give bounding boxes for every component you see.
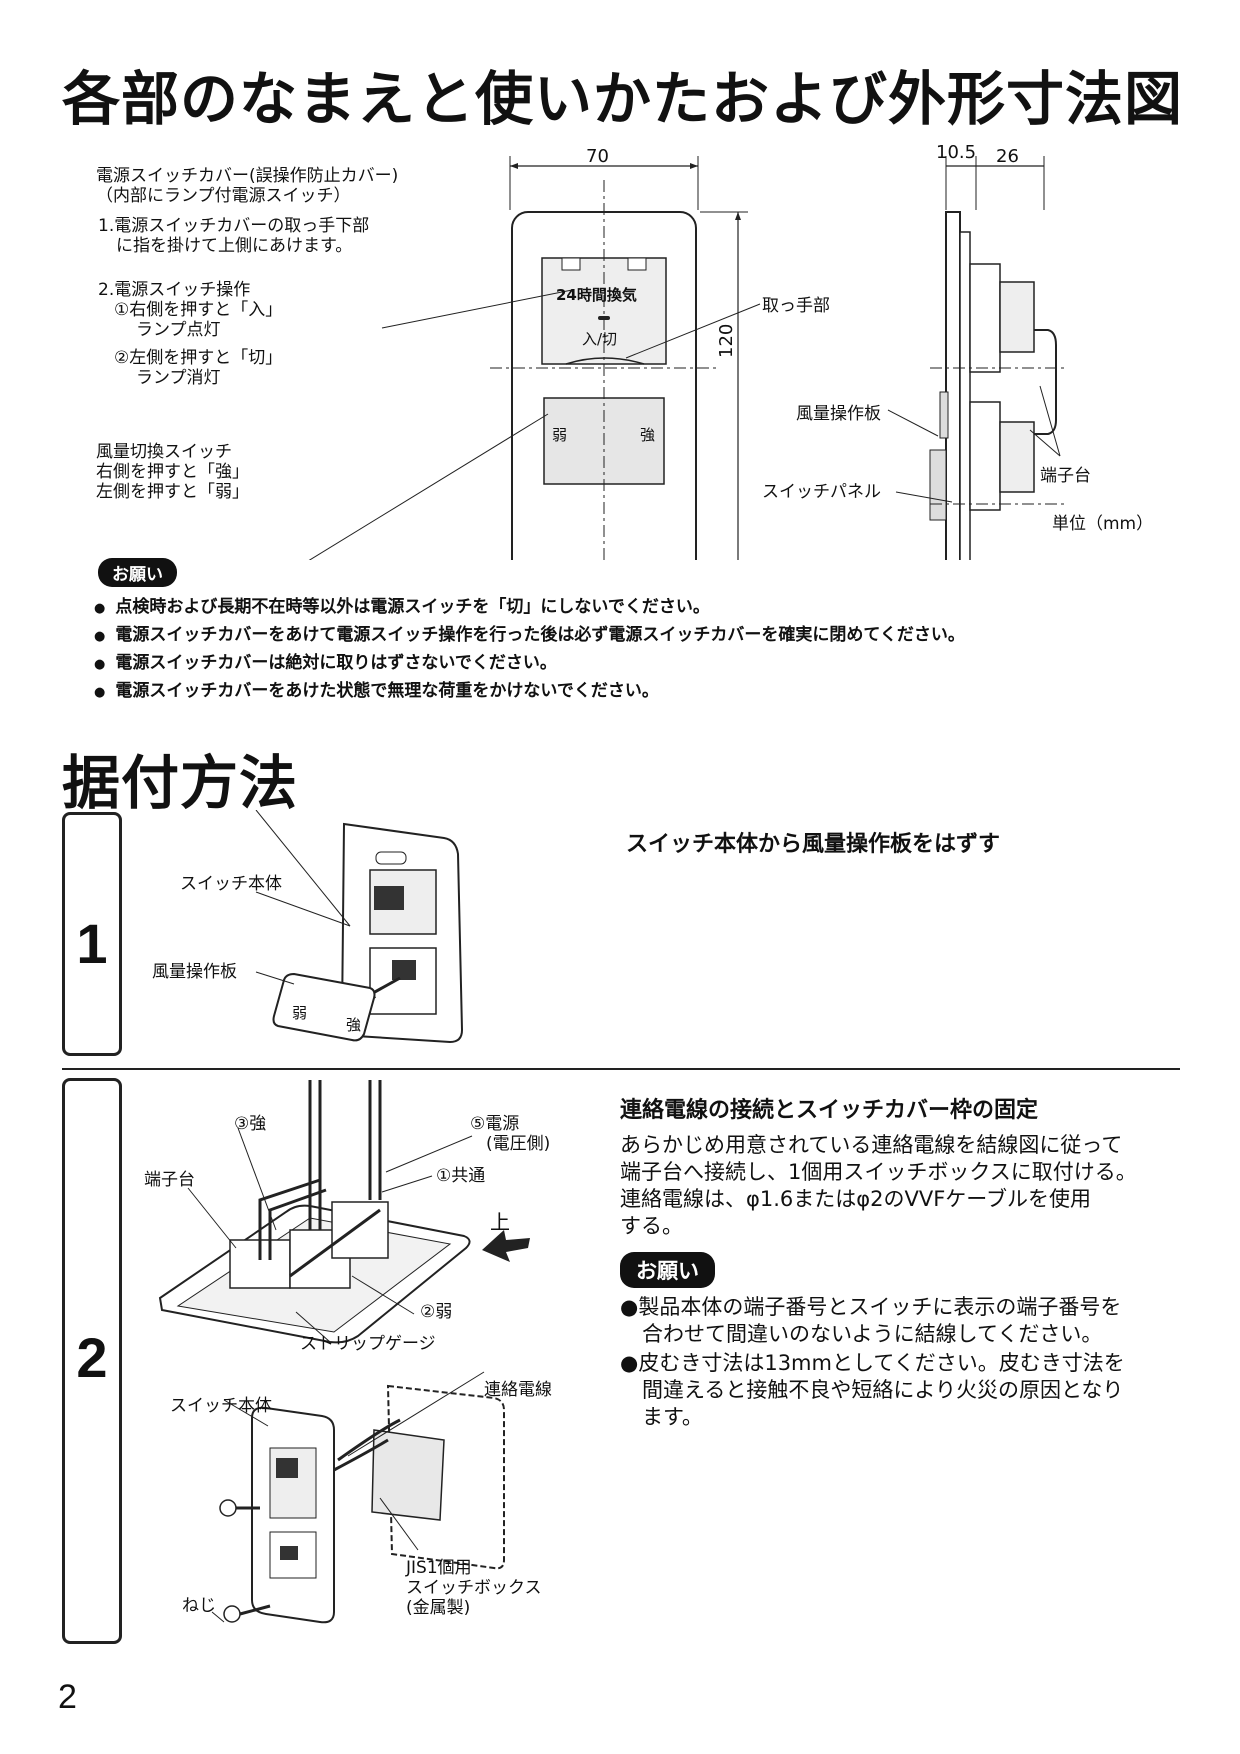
label-strong3: ③強	[234, 1114, 267, 1134]
label-step1-1: 1.電源スイッチカバーの取っ手下部	[98, 216, 370, 236]
onegai-badge-2: お願い	[620, 1252, 715, 1288]
step1-heading: スイッチ本体から風量操作板をはずす	[626, 832, 1001, 857]
step-1-box: 1	[62, 812, 122, 1056]
label-box-1: JIS1個用	[406, 1558, 472, 1578]
label-strip-gauge: ストリップゲージ	[300, 1334, 436, 1354]
label-weak2: ②弱	[420, 1302, 453, 1322]
page-number: 2	[58, 1678, 77, 1716]
label-up: 上	[490, 1210, 510, 1234]
warning-line: ●皮むき寸法は13mmとしてください。皮むき寸法を	[620, 1351, 1125, 1375]
step2-body-line: 連絡電線は、φ1.6またはφ2のVVFケーブルを使用	[620, 1187, 1092, 1211]
dim-width: 70	[586, 146, 609, 167]
dim-height: 120	[716, 323, 737, 358]
step1-plate-strong: 強	[346, 1016, 362, 1034]
step2-body-line: あらかじめ用意されている連絡電線を結線図に従って	[620, 1133, 1123, 1157]
label-common1: ①共通	[436, 1166, 486, 1186]
label-step2-5: ランプ消灯	[136, 368, 221, 388]
warning-line: 間違えると接触不良や短絡により火災の原因となり	[642, 1378, 1124, 1402]
warning-item: ●製品本体の端子番号とスイッチに表示の端子番号を 合わせて間違いのないように結線…	[620, 1294, 1180, 1348]
label-wire: 連絡電線	[484, 1380, 552, 1400]
label-step1-2: に指を掛けて上側にあけます。	[116, 236, 353, 256]
label-step2-4: ②左側を押すと「切」	[114, 348, 283, 368]
label-switch-panel: スイッチパネル	[762, 482, 881, 502]
section-title-parts: 各部のなまえと使いかたおよび外形寸法図	[62, 65, 1184, 133]
step-2-number: 2	[76, 1326, 108, 1389]
label-fan-2: 右側を押すと「強」	[96, 462, 249, 482]
section-title-install: 据付方法	[62, 749, 299, 817]
step2-body-line: 端子台へ接続し、1個用スイッチボックスに取付ける。	[620, 1160, 1137, 1184]
step1-label-body: スイッチ本体	[180, 874, 282, 894]
label-unit: 単位（mm）	[1052, 514, 1154, 534]
step-2-box: 2	[62, 1078, 122, 1644]
warning-line: 合わせて間違いのないように結線してください。	[642, 1322, 1103, 1346]
caution-note: 電源スイッチカバーをあけた状態で無理な荷重をかけないでください。	[94, 678, 965, 706]
label-fan-3: 左側を押すと「弱」	[96, 482, 249, 502]
warning-line: ます。	[642, 1405, 703, 1429]
front-and-side-view-diagram	[308, 156, 1064, 560]
caution-notes: 点検時および長期不在時等以外は電源スイッチを「切」にしないでください。 電源スイ…	[94, 594, 965, 706]
label-fan-plate: 風量操作板	[796, 404, 881, 424]
label-handle: 取っ手部	[762, 296, 830, 316]
warning-line: ●製品本体の端子番号とスイッチに表示の端子番号を	[620, 1295, 1122, 1319]
dim-side-a: 10.5	[936, 142, 977, 163]
label-box-3: (金属製)	[406, 1598, 471, 1618]
step-divider	[62, 1068, 1180, 1070]
step1-illustration	[255, 810, 464, 1044]
label-cover-1: 電源スイッチカバー(誤操作防止カバー)	[96, 166, 399, 186]
label-step2-1: 2.電源スイッチ操作	[98, 280, 251, 300]
caution-note: 電源スイッチカバーは絶対に取りはずさないでください。	[94, 650, 965, 678]
step2-body-line: する。	[620, 1214, 683, 1238]
label-step2-2: ①右側を押すと「入」	[114, 300, 283, 320]
step2-illustration	[158, 1080, 530, 1624]
label-fan-1: 風量切換スイッチ	[96, 442, 232, 462]
fan-switch-strong: 強	[640, 426, 656, 444]
dim-side-b: 26	[996, 146, 1019, 167]
caution-note: 電源スイッチカバーをあけて電源スイッチ操作を行った後は必ず電源スイッチカバーを確…	[94, 622, 965, 650]
step-1-number: 1	[76, 912, 108, 975]
step1-plate-weak: 弱	[292, 1004, 308, 1022]
label-cover-2: （内部にランプ付電源スイッチ）	[96, 186, 351, 206]
onegai-badge: お願い	[98, 558, 177, 587]
step1-label-plate: 風量操作板	[152, 962, 237, 982]
step2-heading: 連絡電線の接続とスイッチカバー枠の固定	[620, 1098, 1039, 1123]
label-screw: ねじ	[182, 1596, 216, 1616]
fan-switch-weak: 弱	[552, 426, 568, 444]
label-power5-2: (電圧側)	[486, 1134, 551, 1154]
label-power5-1: ⑤電源	[470, 1114, 520, 1134]
warning-item: ●皮むき寸法は13mmとしてください。皮むき寸法を 間違えると接触不良や短絡によ…	[620, 1350, 1180, 1431]
step2-warnings: ●製品本体の端子番号とスイッチに表示の端子番号を 合わせて間違いのないように結線…	[620, 1294, 1180, 1431]
caution-note: 点検時および長期不在時等以外は電源スイッチを「切」にしないでください。	[94, 594, 965, 622]
step2-body: あらかじめ用意されている連絡電線を結線図に従って 端子台へ接続し、1個用スイッチ…	[620, 1132, 1137, 1240]
label-terminal: 端子台	[1040, 466, 1091, 486]
switch-label-24h: 24時間換気	[556, 286, 637, 304]
label-switch-body-2: スイッチ本体	[170, 1396, 272, 1416]
label-step2-3: ランプ点灯	[136, 320, 221, 340]
label-box-2: スイッチボックス	[406, 1578, 542, 1598]
label-terminal-2: 端子台	[144, 1170, 195, 1190]
switch-label-on-off: 入/切	[582, 330, 618, 348]
